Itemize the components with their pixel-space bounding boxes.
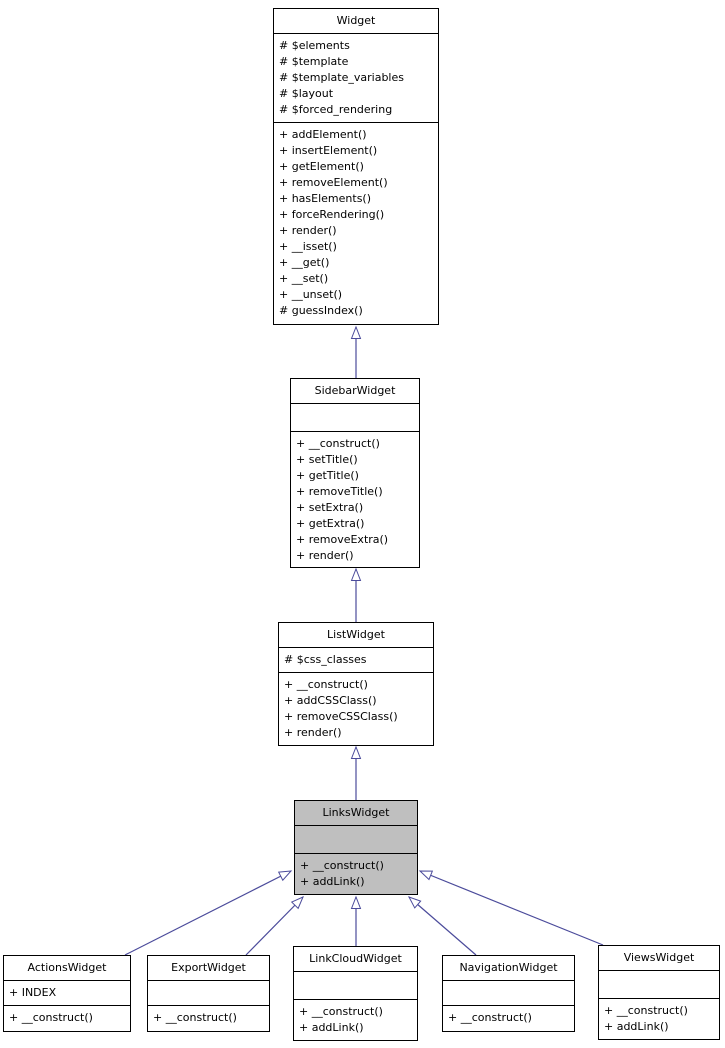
class-method: + __isset()	[279, 240, 337, 253]
class-method: + __construct()	[604, 1004, 688, 1017]
class-methods: + __construct() + addLink()	[295, 853, 417, 894]
class-attributes-empty	[599, 970, 719, 998]
class-attribute: # $css_classes	[284, 653, 367, 666]
class-attribute: # $layout	[279, 87, 334, 100]
class-attribute: # $forced_rendering	[279, 103, 393, 116]
class-title: ActionsWidget	[27, 961, 107, 974]
class-box-sidebarwidget[interactable]: SidebarWidget + __construct() + setTitle…	[290, 378, 420, 568]
class-attribute: + INDEX	[9, 986, 57, 999]
class-method: + forceRendering()	[279, 208, 385, 221]
class-attributes: + INDEX	[4, 980, 130, 1005]
class-method: + addLink()	[604, 1020, 669, 1033]
class-method: + __construct()	[9, 1011, 93, 1024]
class-method: + setTitle()	[296, 453, 358, 466]
class-method: # guessIndex()	[279, 304, 363, 317]
class-methods: + __construct() + addLink()	[294, 999, 417, 1040]
class-title: LinkCloudWidget	[309, 952, 402, 965]
class-box-actionswidget[interactable]: ActionsWidget + INDEX + __construct()	[3, 955, 131, 1032]
class-attributes-empty	[443, 980, 574, 1005]
class-method: + __construct()	[300, 859, 384, 872]
class-methods: + __construct()	[443, 1005, 574, 1030]
class-title: ViewsWidget	[623, 951, 695, 964]
class-method: + __set()	[279, 272, 329, 285]
class-methods: + addElement() + insertElement() + getEl…	[274, 122, 438, 323]
class-method: + __unset()	[279, 288, 343, 301]
class-method: + getElement()	[279, 160, 364, 173]
class-title: ExportWidget	[171, 961, 246, 974]
class-box-viewswidget[interactable]: ViewsWidget + __construct() + addLink()	[598, 945, 720, 1040]
class-method: + render()	[296, 549, 354, 562]
class-box-linkcloudwidget[interactable]: LinkCloudWidget + __construct() + addLin…	[293, 946, 418, 1041]
class-methods: + __construct() + addCSSClass() + remove…	[279, 672, 433, 745]
class-method: + addCSSClass()	[284, 694, 377, 707]
inheritance-arrow-viewswidget-to-linkswidget	[418, 870, 604, 946]
class-method: + addLink()	[300, 875, 365, 888]
inheritance-arrow-actionswidget-to-linkswidget	[124, 870, 293, 956]
class-title: NavigationWidget	[459, 961, 558, 974]
class-method: + render()	[284, 726, 342, 739]
class-box-listwidget[interactable]: ListWidget # $css_classes + __construct(…	[278, 622, 434, 746]
class-method: + __construct()	[299, 1005, 383, 1018]
inheritance-arrow-navigationwidget-to-linkswidget	[407, 896, 477, 956]
class-attributes-empty	[291, 403, 419, 431]
class-method: + removeCSSClass()	[284, 710, 398, 723]
class-method: + render()	[279, 224, 337, 237]
class-title: ListWidget	[327, 628, 385, 641]
class-methods: + __construct()	[4, 1005, 130, 1030]
class-method: + insertElement()	[279, 144, 378, 157]
class-box-navigationwidget[interactable]: NavigationWidget + __construct()	[442, 955, 575, 1032]
class-attributes: # $elements # $template # $template_vari…	[274, 33, 438, 122]
class-attributes: # $css_classes	[279, 647, 433, 672]
class-box-exportwidget[interactable]: ExportWidget + __construct()	[147, 955, 270, 1032]
class-method: + __construct()	[448, 1011, 532, 1024]
class-method: + removeElement()	[279, 176, 388, 189]
class-method: + __construct()	[153, 1011, 237, 1024]
class-methods: + __construct() + setTitle() + getTitle(…	[291, 431, 419, 568]
class-title: SidebarWidget	[314, 384, 396, 397]
class-method: + addLink()	[299, 1021, 364, 1034]
class-method: + removeTitle()	[296, 485, 383, 498]
class-method: + setExtra()	[296, 501, 364, 514]
class-method: + hasElements()	[279, 192, 372, 205]
class-method: + getExtra()	[296, 517, 365, 530]
class-method: + __construct()	[296, 437, 380, 450]
class-attribute: # $template	[279, 55, 349, 68]
class-attributes-empty	[294, 971, 417, 999]
class-method: + getTitle()	[296, 469, 359, 482]
class-method: + removeExtra()	[296, 533, 389, 546]
class-box-widget[interactable]: Widget # $elements # $template # $templa…	[273, 8, 439, 325]
class-attribute: # $elements	[279, 39, 350, 52]
class-attribute: # $template_variables	[279, 71, 404, 84]
class-box-linkswidget[interactable]: LinksWidget + __construct() + addLink()	[294, 800, 418, 895]
class-method: + __construct()	[284, 678, 368, 691]
class-methods: + __construct() + addLink()	[599, 998, 719, 1039]
class-title: Widget	[336, 14, 376, 27]
class-method: + addElement()	[279, 128, 367, 141]
class-title: LinksWidget	[322, 806, 390, 819]
class-attributes-empty	[148, 980, 269, 1005]
class-attributes-empty	[295, 825, 417, 853]
class-methods: + __construct()	[148, 1005, 269, 1030]
class-method: + __get()	[279, 256, 330, 269]
